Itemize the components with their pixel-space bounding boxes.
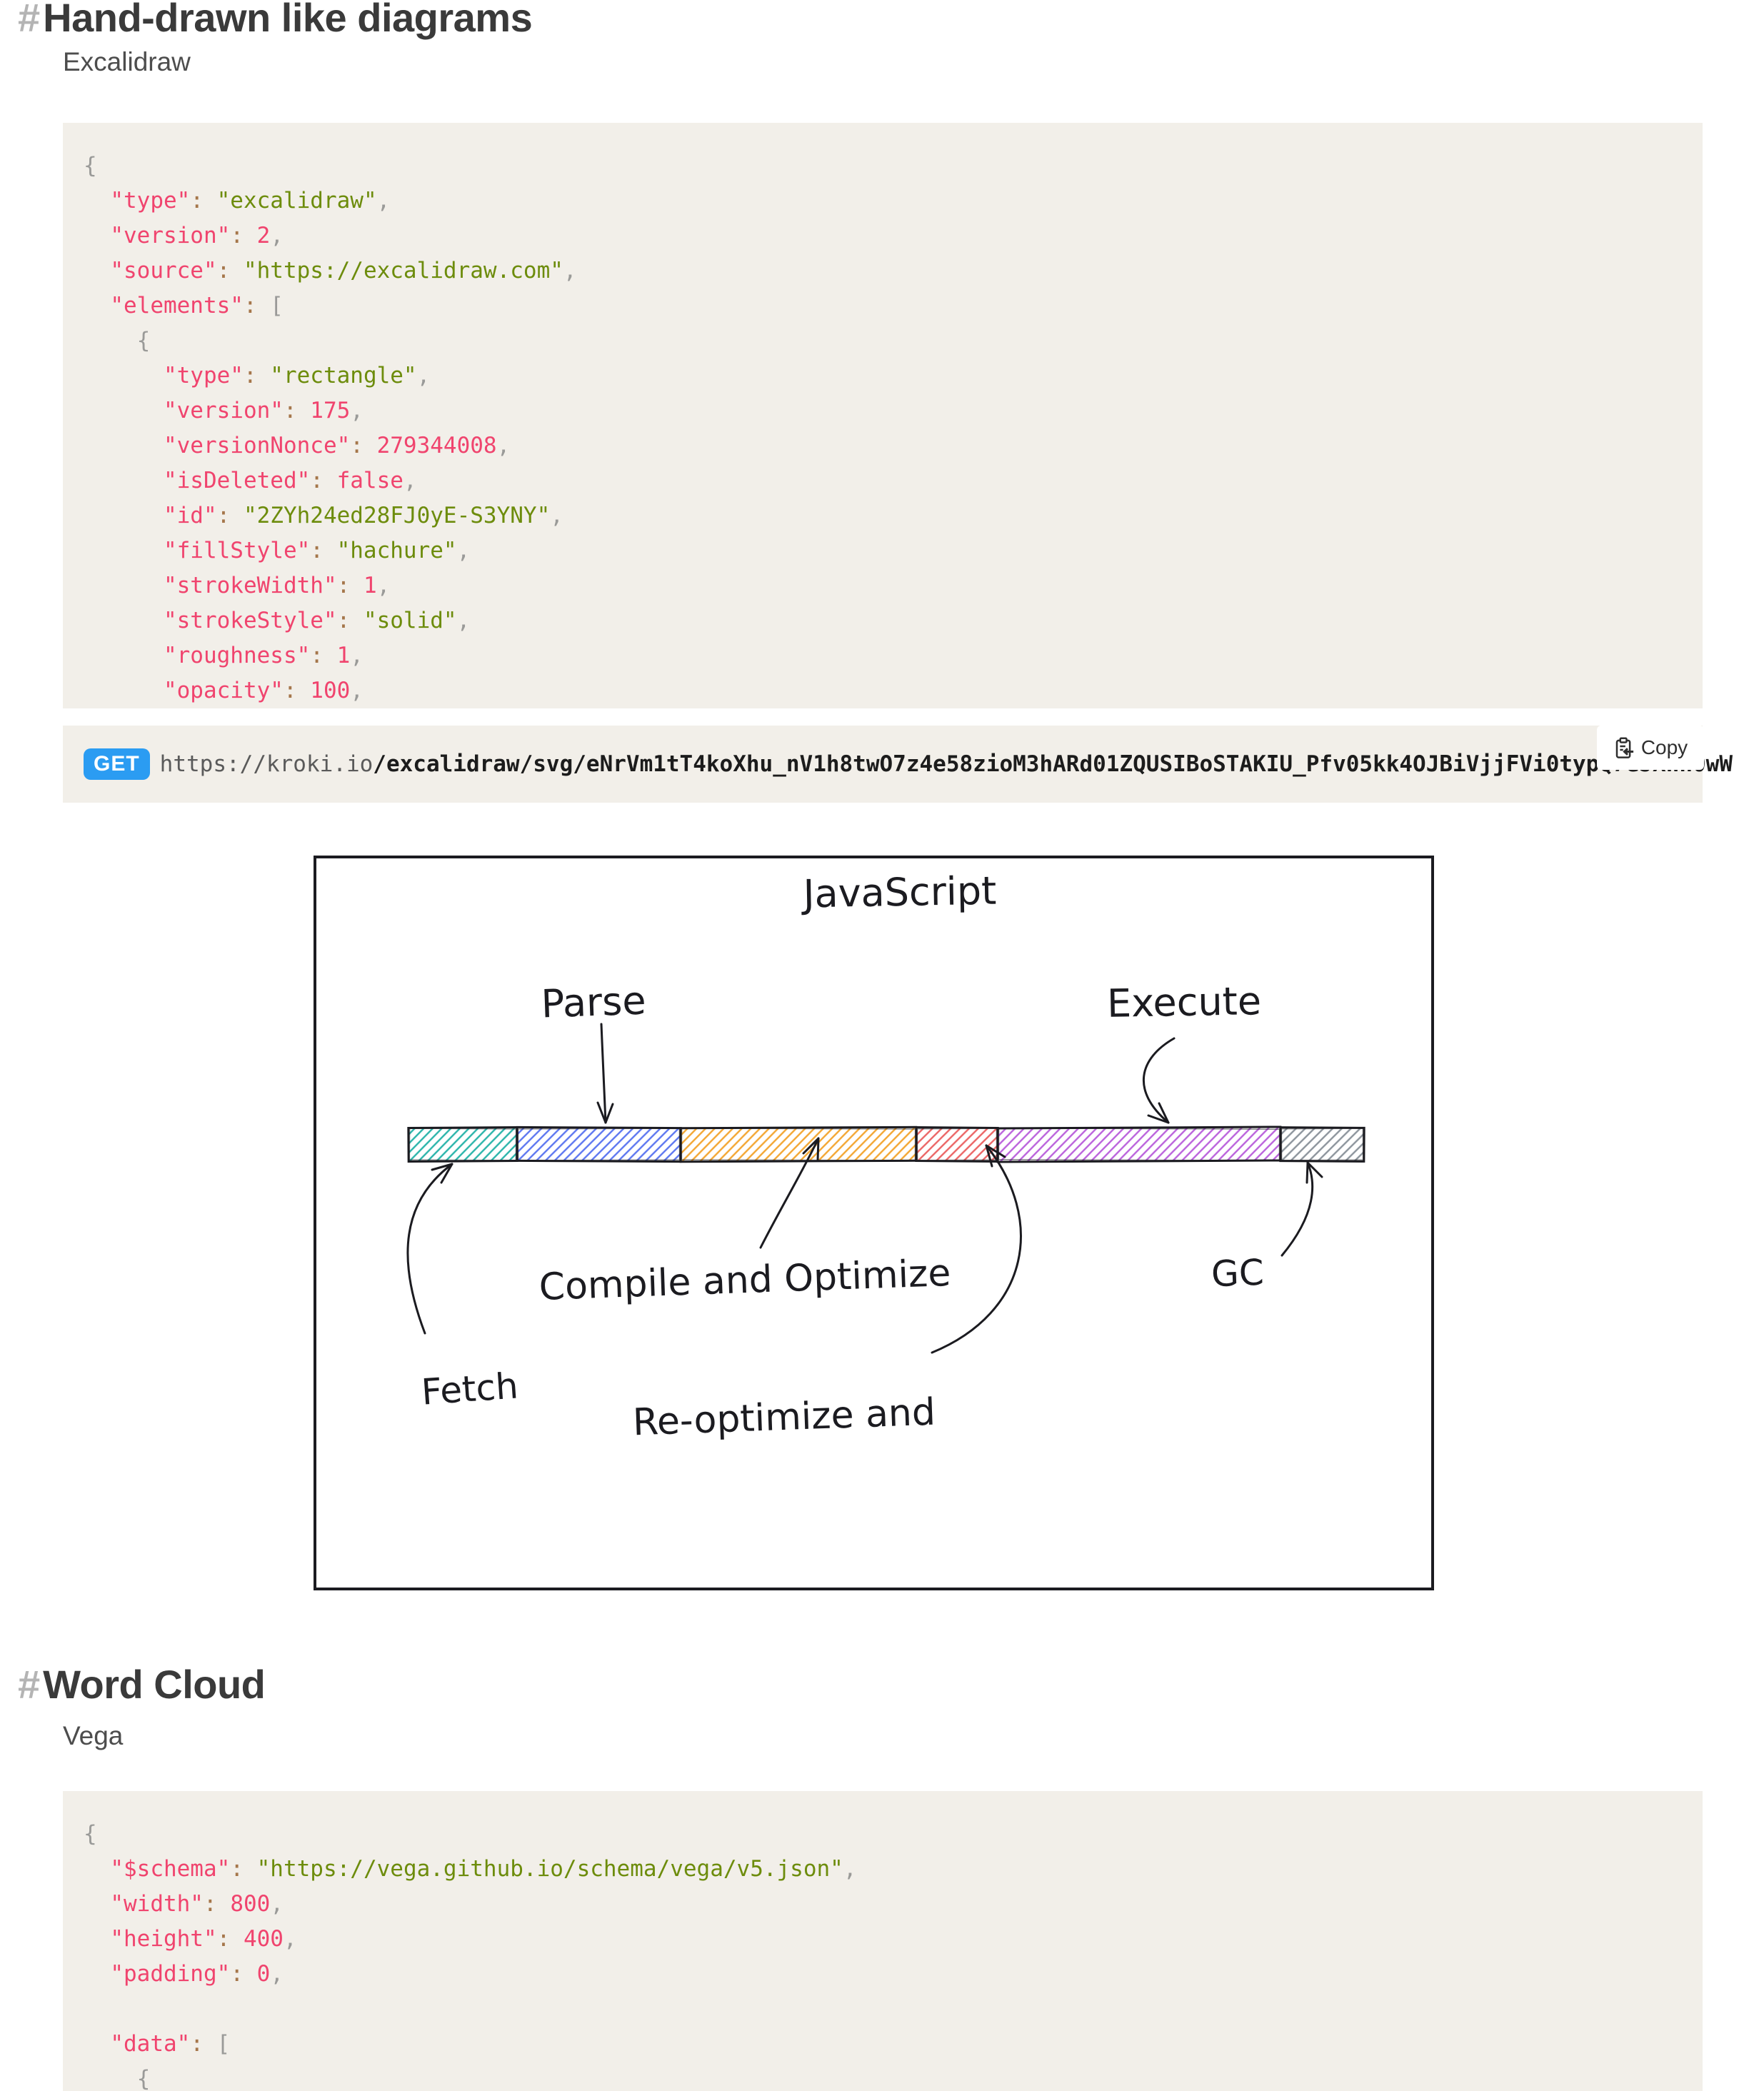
- word-cloud-title: Word Cloud: [43, 1662, 266, 1707]
- label-fetch: Fetch: [420, 1365, 519, 1413]
- code-line: {: [84, 153, 97, 179]
- pipeline-segment: [407, 1125, 518, 1163]
- diagram-title: JavaScript: [801, 868, 997, 917]
- heading-word-cloud: # Word Cloud: [18, 1661, 266, 1708]
- pipeline-segment: [1279, 1126, 1365, 1163]
- pipeline-segment: [996, 1125, 1282, 1163]
- heading-anchor-link[interactable]: #: [18, 0, 41, 40]
- code-line: {: [84, 328, 151, 353]
- pipeline-segment-sketch-line: [1281, 1128, 1364, 1161]
- code-line: "source": "https://excalidraw.com",: [84, 258, 577, 284]
- copy-button-label: Copy: [1640, 736, 1688, 758]
- code-line: "height": 400,: [84, 1926, 297, 1952]
- pipeline-segment: [915, 1126, 999, 1163]
- code-line: "strokeWidth": 1,: [84, 573, 391, 598]
- code-line: "fillStyle": "hachure",: [84, 538, 471, 563]
- annotation-arrows: [406, 1023, 1323, 1354]
- code-line: "versionNonce": 279344008,: [84, 433, 511, 458]
- code-line: {: [84, 2066, 151, 2091]
- request-url-bar: GET https://kroki.io/excalidraw/svg/eNrV…: [63, 726, 1733, 803]
- label-reoptimize: Re-optimize and: [632, 1391, 936, 1445]
- pipeline-segment: [516, 1125, 682, 1163]
- code-line: "type": "rectangle",: [84, 363, 431, 388]
- code-line: [84, 1992, 1703, 2027]
- code-line: "roughness": 1,: [84, 643, 364, 668]
- code-line: "width": 800,: [84, 1891, 284, 1917]
- copy-button[interactable]: Copy: [1597, 726, 1704, 770]
- heading-anchor-link-wordcloud[interactable]: #: [18, 1662, 41, 1707]
- code-line: "elements": [: [84, 293, 284, 319]
- code-line: {: [84, 1821, 97, 1847]
- request-url-path: /excalidraw/svg/eNrVm1tT4koXhu_nV1h8twO7…: [373, 751, 1733, 777]
- code-line: "id": "2ZYh24ed28FJ0yE-S3YNY",: [84, 503, 563, 528]
- code-line: "$schema": "https://vega.github.io/schem…: [84, 1856, 857, 1882]
- code-line: "padding": 0,: [84, 1961, 284, 1987]
- label-gc: GC: [1211, 1252, 1265, 1295]
- pipeline-bar: [407, 1125, 1365, 1163]
- code-line: "data": [: [84, 2031, 231, 2057]
- http-method-badge: GET: [84, 748, 150, 780]
- label-compile-and-optimize: Compile and Optimize: [538, 1252, 951, 1309]
- code-line: "version": 2,: [84, 223, 284, 249]
- vega-code-block: { "$schema": "https://vega.github.io/sch…: [63, 1791, 1703, 2091]
- code-line: "strokeStyle": "solid",: [84, 608, 471, 633]
- request-url-host: https://kroki.io: [159, 751, 374, 777]
- page-title: Hand-drawn like diagrams: [43, 0, 533, 40]
- excalidraw-code-block: { "type": "excalidraw", "version": 2, "s…: [63, 123, 1703, 708]
- label-parse: Parse: [541, 978, 647, 1026]
- heading-hand-drawn: # Hand-drawn like diagrams: [18, 0, 533, 41]
- subtitle-vega: Vega: [63, 1721, 124, 1750]
- excalidraw-diagram: JavaScript Parse Execute Compile and Opt…: [314, 856, 1434, 1590]
- pipeline-segment: [679, 1125, 918, 1163]
- javascript-pipeline-drawing: JavaScript Parse Execute Compile and Opt…: [406, 868, 1365, 1445]
- subtitle-excalidraw: Excalidraw: [63, 47, 191, 76]
- request-url: https://kroki.io/excalidraw/svg/eNrVm1tT…: [146, 726, 1764, 803]
- code-line: "isDeleted": false,: [84, 468, 417, 493]
- label-execute: Execute: [1107, 978, 1262, 1026]
- code-line: "opacity": 100,: [84, 678, 364, 703]
- copy-icon: [1613, 736, 1635, 760]
- code-line: "type": "excalidraw",: [84, 188, 391, 214]
- code-line: "version": 175,: [84, 398, 364, 423]
